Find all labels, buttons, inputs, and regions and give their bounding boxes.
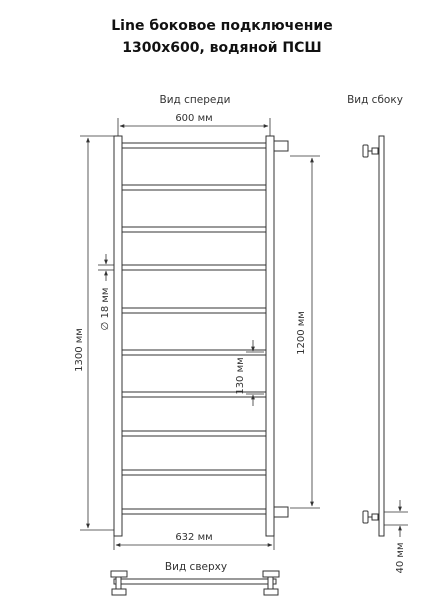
dim-width-top: [117, 118, 271, 136]
dim-height-total-label: 1300 мм: [74, 328, 85, 372]
rung-6: [121, 349, 267, 356]
side-view-post: [378, 135, 385, 537]
top-view-rail: [113, 578, 277, 585]
front-view-label: Вид спереди: [160, 94, 231, 106]
side-view: [362, 135, 385, 537]
side-bottom-bracket-nut: [371, 513, 379, 521]
top-view: [110, 570, 280, 596]
right-post: [265, 135, 275, 537]
dim-wall-offset-label: 40 мм: [395, 543, 406, 574]
top-view-label: Вид сверху: [165, 561, 227, 573]
rungs: [121, 142, 267, 515]
top-right-bracket-base: [263, 588, 279, 596]
dim-rung-diameter: [98, 254, 114, 281]
dim-width-bottom-label: 632 мм: [175, 532, 212, 543]
dim-center-distance: [290, 155, 320, 509]
top-left-bracket-plate: [110, 570, 128, 578]
rung-1: [121, 142, 267, 149]
dim-rung-diameter-label: ∅ 18 мм: [100, 288, 111, 331]
rung-3: [121, 226, 267, 233]
dim-width-bottom: [113, 536, 275, 550]
dim-height-total: [80, 135, 114, 531]
top-right-bracket-plate: [262, 570, 280, 578]
rung-4: [121, 264, 267, 271]
side-bottom-bracket-plate: [362, 510, 369, 524]
dim-rung-spacing: [246, 340, 264, 406]
dim-rung-spacing-label: 130 мм: [235, 357, 246, 394]
top-connection-fitting: [273, 140, 289, 152]
dim-wall-offset: [384, 500, 408, 537]
left-post: [113, 135, 123, 537]
rung-8: [121, 430, 267, 437]
side-top-bracket-nut: [371, 147, 379, 155]
title-line-1: Line боковое подключение: [111, 18, 333, 34]
dim-center-distance-label: 1200 мм: [296, 311, 307, 355]
rung-7: [121, 391, 267, 398]
side-view-label: Вид сбоку: [347, 94, 403, 106]
rung-10: [121, 508, 267, 515]
bottom-connection-fitting: [273, 506, 289, 518]
rung-2: [121, 184, 267, 191]
rung-9: [121, 469, 267, 476]
side-top-bracket-plate: [362, 144, 369, 158]
title-line-2: 1300х600, водяной ПСШ: [122, 40, 322, 56]
top-left-bracket-base: [111, 588, 127, 596]
front-view: [113, 135, 289, 537]
dim-width-top-label: 600 мм: [175, 113, 212, 124]
rung-5: [121, 307, 267, 314]
